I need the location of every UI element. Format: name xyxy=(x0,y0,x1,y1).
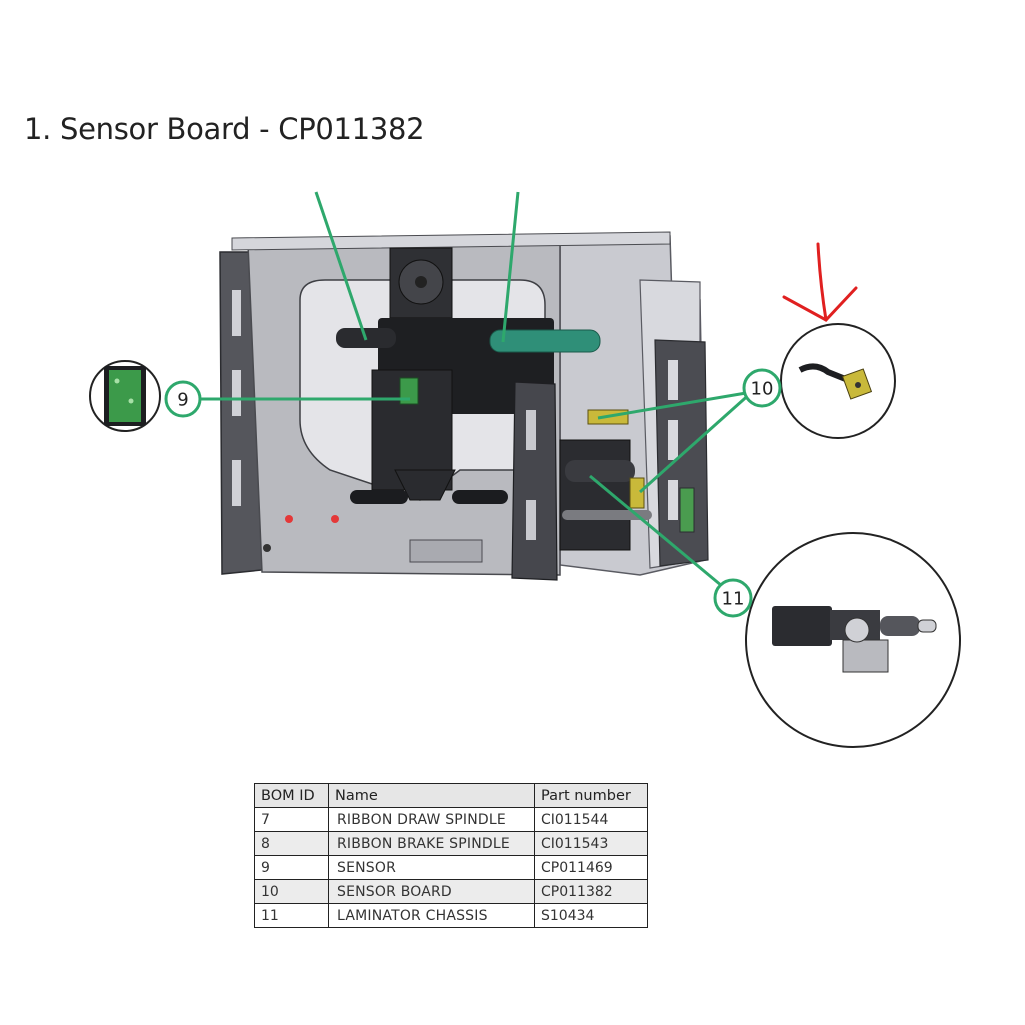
bom-id: 7 xyxy=(254,807,329,832)
bom-name: SENSOR BOARD xyxy=(328,879,535,904)
bom-name: RIBBON BRAKE SPINDLE xyxy=(328,831,535,856)
bom-name: SENSOR xyxy=(328,855,535,880)
laminator-chassis-detail-circle xyxy=(745,532,961,748)
bom-header-row: BOM ID Name Part number xyxy=(254,783,648,808)
bom-id: 8 xyxy=(254,831,329,856)
callout-leader-lines xyxy=(200,191,753,588)
bom-part-number: CP011469 xyxy=(534,855,648,880)
bom-name: RIBBON DRAW SPINDLE xyxy=(328,807,535,832)
table-row: 8 RIBBON BRAKE SPINDLE CI011543 xyxy=(254,831,648,856)
bom-header-name: Name xyxy=(328,783,535,808)
bom-part-number: CI011544 xyxy=(534,807,648,832)
bom-table: BOM ID Name Part number 7 RIBBON DRAW SP… xyxy=(254,783,648,928)
table-row: 7 RIBBON DRAW SPINDLE CI011544 xyxy=(254,807,648,832)
sensor-detail-circle xyxy=(89,360,161,432)
sensor-board-detail-circle xyxy=(780,323,896,439)
bom-id: 9 xyxy=(254,855,329,880)
bom-header-part: Part number xyxy=(534,783,648,808)
callout-11: 11 xyxy=(713,578,753,618)
bom-id: 11 xyxy=(254,903,329,928)
callout-9-label: 9 xyxy=(177,390,188,411)
bom-header-id: BOM ID xyxy=(254,783,329,808)
bom-name: LAMINATOR CHASSIS xyxy=(328,903,535,928)
callout-11-label: 11 xyxy=(722,589,745,610)
table-row: 9 SENSOR CP011469 xyxy=(254,855,648,880)
callout-10: 10 xyxy=(742,368,782,408)
bom-part-number: CP011382 xyxy=(534,879,648,904)
printer-chassis-illustration xyxy=(219,231,709,581)
bom-part-number: S10434 xyxy=(534,903,648,928)
table-row: 11 LAMINATOR CHASSIS S10434 xyxy=(254,903,648,928)
exploded-parts-diagram: 9 10 11 xyxy=(89,191,961,748)
callout-10-label: 10 xyxy=(751,379,774,400)
callout-9: 9 xyxy=(164,380,202,418)
page-title: 1. Sensor Board - CP011382 xyxy=(24,112,425,146)
red-arrow-annotation xyxy=(782,242,858,322)
bom-id: 10 xyxy=(254,879,329,904)
table-row: 10 SENSOR BOARD CP011382 xyxy=(254,879,648,904)
bom-part-number: CI011543 xyxy=(534,831,648,856)
